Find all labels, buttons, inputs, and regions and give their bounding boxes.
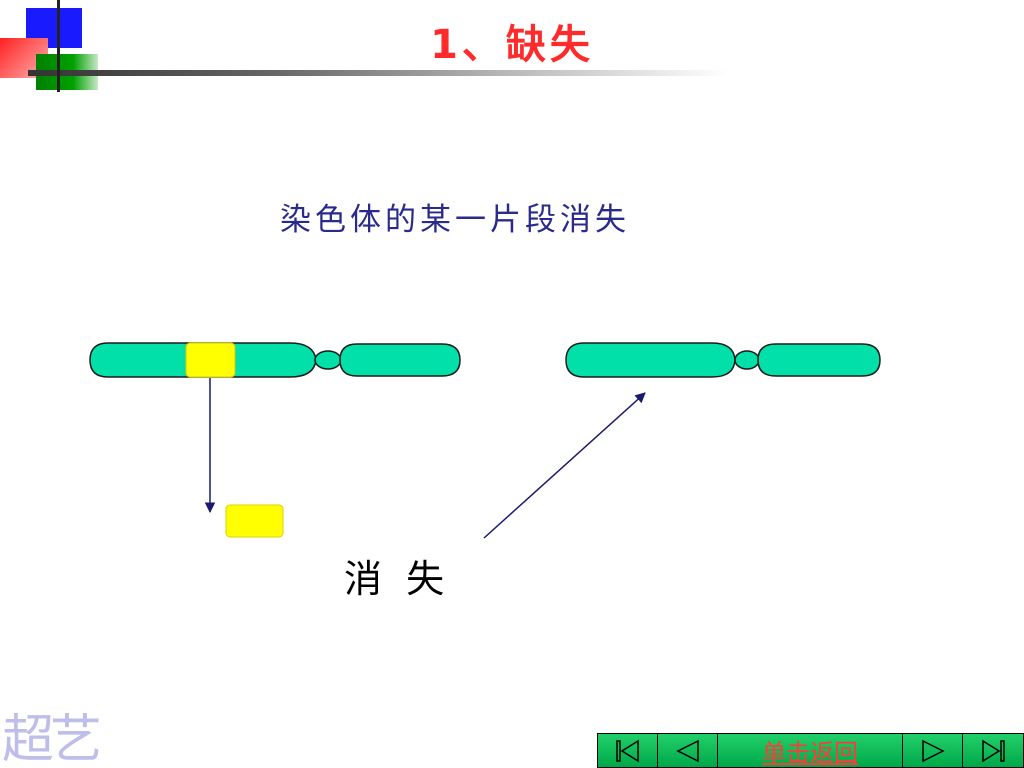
slide-subtitle: 染色体的某一片段消失 [280, 202, 630, 238]
next-icon [921, 739, 945, 762]
result-chromosome [565, 342, 881, 378]
previous-icon [675, 739, 699, 762]
original-chromosome [89, 342, 461, 378]
slide-title: 1、缺失 [430, 22, 594, 68]
logo: 超艺 [2, 710, 102, 768]
last-slide-button[interactable] [963, 734, 1023, 767]
result-arrow [483, 392, 646, 539]
navigation-bar: 单击返回 [597, 733, 1024, 768]
previous-slide-button[interactable] [658, 734, 718, 767]
return-button[interactable]: 单击返回 [718, 734, 903, 767]
skip-to-first-icon [615, 739, 639, 762]
original-chromosome-short-arm [339, 343, 461, 377]
deleted-segment-in-place [185, 342, 236, 378]
corner-decoration-vertical-line [57, 0, 60, 92]
deleted-fragment [225, 504, 284, 538]
result-chromosome-centromere [734, 350, 760, 370]
skip-to-last-icon [982, 739, 1005, 762]
header-divider-line [28, 70, 728, 76]
original-chromosome-centromere [314, 350, 342, 370]
vanish-label: 消 失 [344, 557, 445, 601]
result-chromosome-long-arm [565, 342, 736, 378]
first-slide-button[interactable] [598, 734, 658, 767]
next-slide-button[interactable] [903, 734, 963, 767]
result-chromosome-short-arm [757, 343, 881, 377]
